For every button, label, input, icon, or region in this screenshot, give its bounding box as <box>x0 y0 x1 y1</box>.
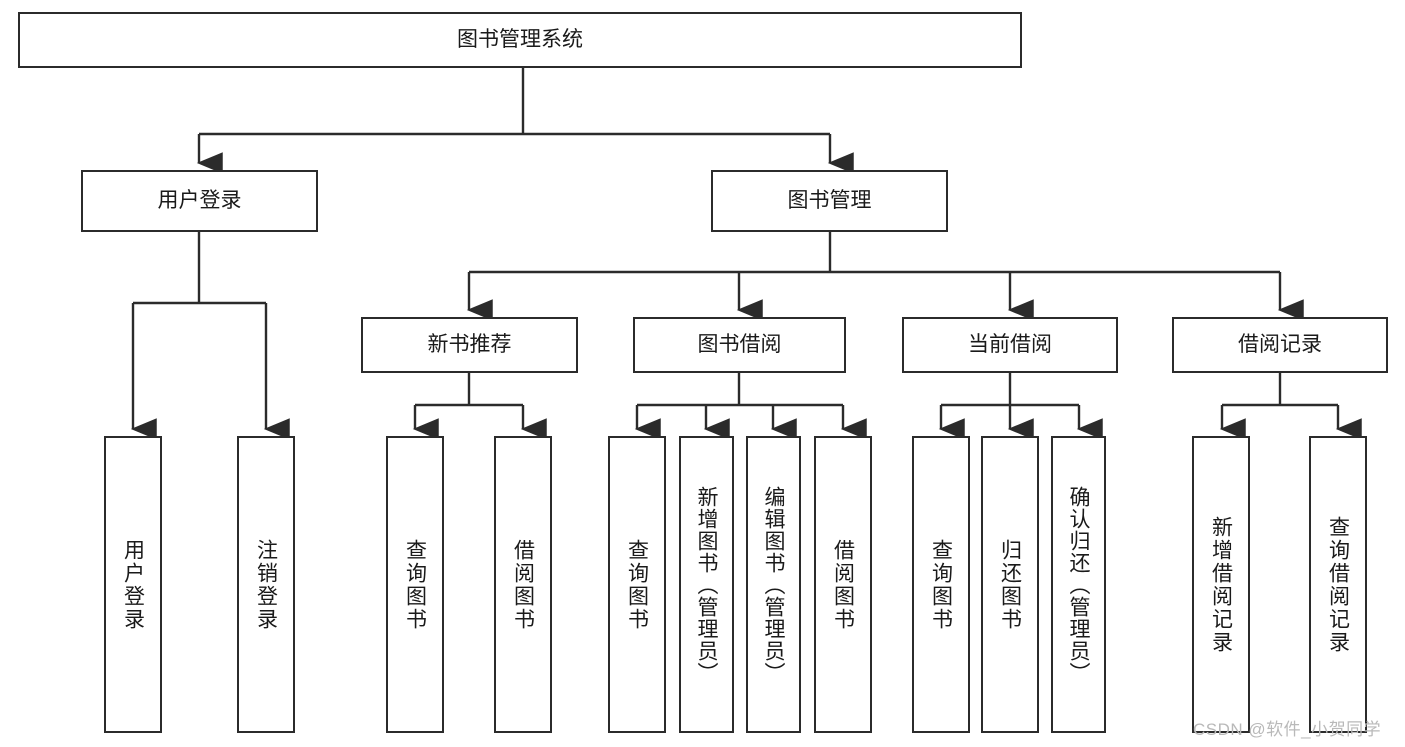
node-new-book-recommend-label: 新书推荐 <box>427 332 512 356</box>
node-leaf-query-book-2-label: 查询图书 <box>625 538 649 631</box>
node-leaf-query-book-1-label: 查询图书 <box>403 538 427 631</box>
node-leaf-confirm-return[interactable]: 确认归还（管理员） <box>1051 436 1106 733</box>
node-book-borrow[interactable]: 图书借阅 <box>633 317 846 373</box>
node-root[interactable]: 图书管理系统 <box>18 12 1022 68</box>
node-book-management-label: 图书管理 <box>787 188 872 212</box>
node-leaf-borrow-book-1[interactable]: 借阅图书 <box>494 436 552 733</box>
node-leaf-logout-login[interactable]: 注销登录 <box>237 436 295 733</box>
node-leaf-query-book-3-label: 查询图书 <box>929 538 953 631</box>
node-leaf-user-login-label: 用户登录 <box>121 538 145 631</box>
node-leaf-return-book[interactable]: 归还图书 <box>981 436 1039 733</box>
node-current-borrow[interactable]: 当前借阅 <box>902 317 1118 373</box>
node-leaf-query-book-1[interactable]: 查询图书 <box>386 436 444 733</box>
node-leaf-edit-book-label: 编辑图书（管理员） <box>762 485 785 684</box>
node-leaf-add-record[interactable]: 新增借阅记录 <box>1192 436 1250 733</box>
node-leaf-return-book-label: 归还图书 <box>998 538 1022 631</box>
csdn-watermark: CSDN @软件_小贺同学 <box>1193 720 1382 739</box>
node-leaf-query-book-3[interactable]: 查询图书 <box>912 436 970 733</box>
node-current-borrow-label: 当前借阅 <box>968 332 1052 356</box>
node-leaf-borrow-book-2[interactable]: 借阅图书 <box>814 436 872 733</box>
node-leaf-query-book-2[interactable]: 查询图书 <box>608 436 666 733</box>
node-book-management[interactable]: 图书管理 <box>711 170 948 232</box>
node-book-borrow-label: 图书借阅 <box>697 332 782 356</box>
node-root-label: 图书管理系统 <box>457 27 583 51</box>
node-leaf-add-book[interactable]: 新增图书（管理员） <box>679 436 734 733</box>
node-leaf-query-record[interactable]: 查询借阅记录 <box>1309 436 1367 733</box>
node-user-login-label: 用户登录 <box>157 188 242 212</box>
node-new-book-recommend[interactable]: 新书推荐 <box>361 317 578 373</box>
node-leaf-logout-login-label: 注销登录 <box>254 538 278 631</box>
node-leaf-add-record-label: 新增借阅记录 <box>1209 515 1233 654</box>
node-leaf-borrow-book-1-label: 借阅图书 <box>511 538 535 631</box>
node-borrow-record[interactable]: 借阅记录 <box>1172 317 1388 373</box>
node-leaf-confirm-return-label: 确认归还（管理员） <box>1067 485 1090 684</box>
node-leaf-query-record-label: 查询借阅记录 <box>1326 515 1350 654</box>
node-borrow-record-label: 借阅记录 <box>1238 332 1322 356</box>
node-leaf-edit-book[interactable]: 编辑图书（管理员） <box>746 436 801 733</box>
node-leaf-add-book-label: 新增图书（管理员） <box>695 485 718 684</box>
node-user-login[interactable]: 用户登录 <box>81 170 318 232</box>
node-leaf-user-login[interactable]: 用户登录 <box>104 436 162 733</box>
node-leaf-borrow-book-2-label: 借阅图书 <box>831 538 855 631</box>
